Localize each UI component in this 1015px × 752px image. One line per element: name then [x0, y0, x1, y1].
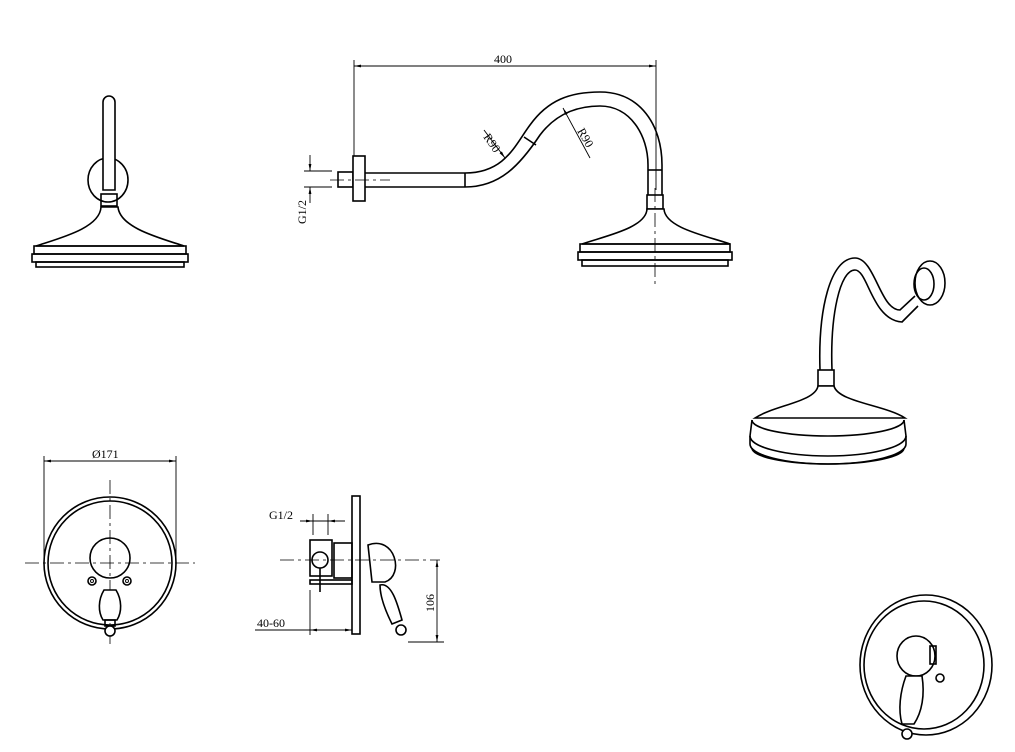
dimension-106: 106 — [423, 594, 437, 612]
dimension-400: 400 — [494, 52, 512, 66]
shower-head-perspective — [749, 257, 946, 465]
shower-arm-side-view: 400 R90 R90 G1/2 — [295, 52, 733, 285]
valve-perspective — [859, 594, 993, 740]
dimension-r90-2: R90 — [574, 126, 596, 150]
dimension-g1-2-arm: G1/2 — [295, 200, 309, 224]
dimension-40-60: 40-60 — [257, 616, 285, 630]
dimension-g1-2-valve: G1/2 — [269, 508, 293, 522]
valve-side-view: G1/2 40-60 106 — [255, 495, 444, 643]
shower-head-front-view — [31, 95, 189, 268]
dimension-diameter-171: Ø171 — [92, 447, 119, 461]
valve-front-view: Ø171 — [25, 447, 195, 645]
